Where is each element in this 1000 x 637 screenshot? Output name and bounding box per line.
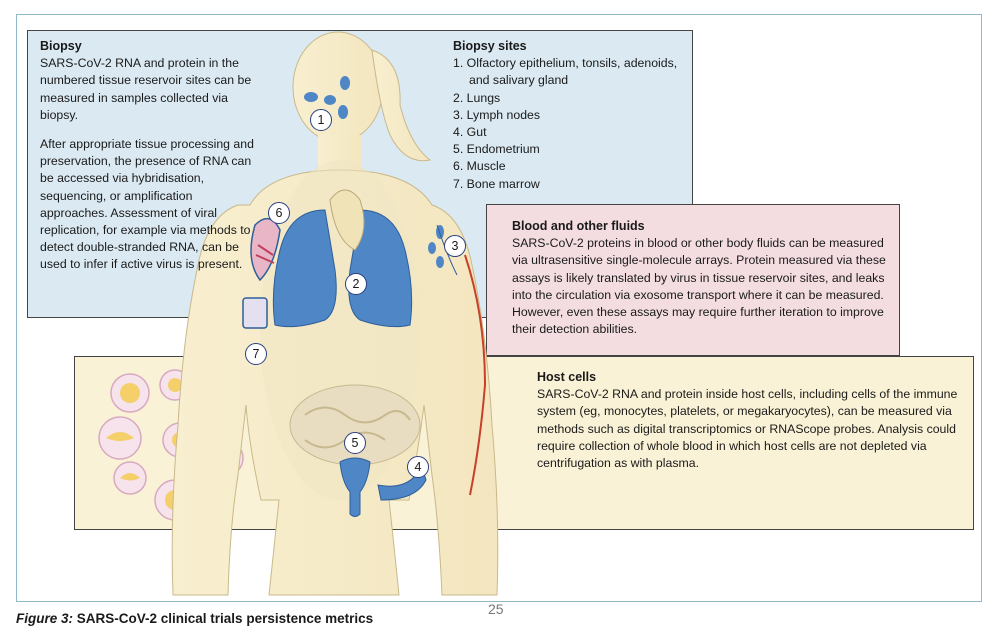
biopsy-paragraph-2: After appropriate tissue processing and … [40,137,254,272]
blood-panel [486,204,900,356]
site-item: 7. Bone marrow [453,176,540,191]
organs [242,76,487,517]
blood-text: Blood and other fluids SARS-CoV-2 protei… [512,218,892,338]
marker-5: 5 [344,432,366,454]
site-item: 6. Muscle [453,159,506,174]
page-number: 25 [488,601,504,617]
host-heading: Host cells [537,370,597,384]
marker-3: 3 [444,235,466,257]
biopsy-paragraph-1: SARS-CoV-2 RNA and protein in the number… [40,56,252,122]
site-item: 4. Gut [453,125,487,140]
marker-4: 4 [407,456,429,478]
blood-body: SARS-CoV-2 proteins in blood or other bo… [512,236,886,337]
marker-1: 1 [310,109,332,131]
biopsy-sites-heading: Biopsy sites [453,39,527,53]
site-item: 3. Lymph nodes [453,107,541,122]
host-body: SARS-CoV-2 RNA and protein inside host c… [537,387,958,471]
blood-heading: Blood and other fluids [512,219,645,233]
figure-caption: Figure 3: SARS-CoV-2 clinical trials per… [16,611,373,626]
marker-6: 6 [268,202,290,224]
site-item: 2. Lungs [453,90,501,105]
marker-7: 7 [245,343,267,365]
biopsy-sites-list: 1. Olfactory epithelium, tonsils, adenoi… [453,55,688,193]
host-text: Host cells SARS-CoV-2 RNA and protein in… [537,369,967,472]
caption-label: Figure 3: [16,611,74,626]
biopsy-text: Biopsy SARS-CoV-2 RNA and protein in the… [40,38,262,274]
site-item: 5. Endometrium [453,142,540,157]
biopsy-sites-text: Biopsy sites 1. Olfactory epithelium, to… [453,38,688,193]
marker-2: 2 [345,273,367,295]
caption-text: SARS-CoV-2 clinical trials persistence m… [73,611,374,626]
biopsy-heading: Biopsy [40,39,82,53]
site-item: 1. Olfactory epithelium, tonsils, adenoi… [453,56,678,88]
